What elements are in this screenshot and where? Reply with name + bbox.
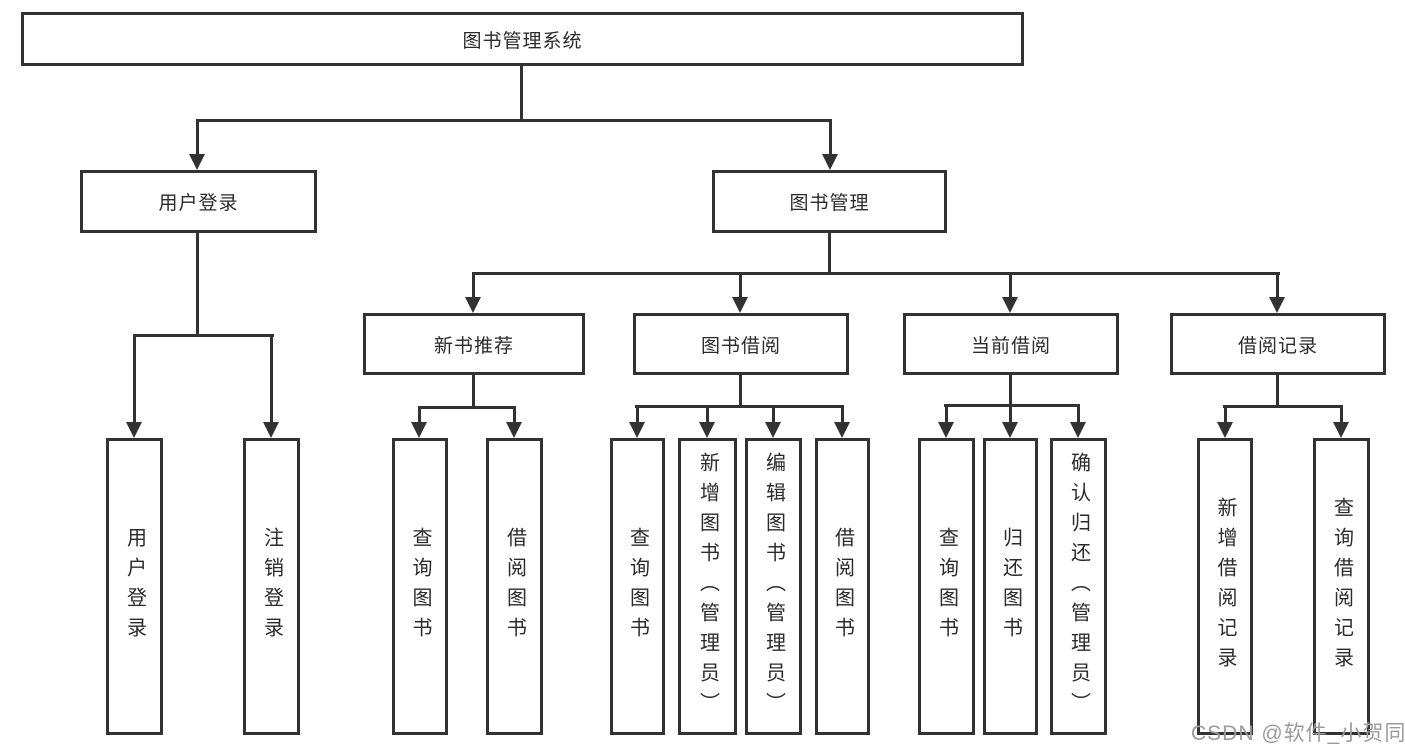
connector-shaft [1009, 404, 1012, 422]
leaf-edit-book-admin-label: 编辑图书（管理员） [762, 451, 785, 722]
leaf-query-borrow-record: 查询借阅记录 [1313, 438, 1370, 735]
connector-shaft [513, 406, 516, 422]
connector-borrowing-records-stem [1276, 375, 1279, 408]
connector-current-borrowing-rail [944, 404, 1080, 407]
arrow-down-icon [938, 422, 954, 438]
leaf-logout-label: 注销登录 [260, 526, 283, 647]
arrow-down-icon [765, 422, 781, 438]
arrow-down-icon [629, 422, 645, 438]
leaf-borrow-books-recommend-label: 借阅图书 [503, 526, 526, 647]
arrow-down-icon [506, 422, 522, 438]
leaf-edit-book-admin: 编辑图书（管理员） [745, 438, 802, 735]
node-borrowing-records-label: 借阅记录 [1237, 335, 1318, 357]
arrow-down-icon [465, 297, 481, 313]
leaf-confirm-return-admin-label: 确认归还（管理员） [1067, 451, 1090, 722]
connector-current-borrowing-stem [1009, 375, 1012, 407]
connector-level3-rail [472, 272, 1280, 275]
connector-shaft [829, 119, 832, 154]
arrow-down-icon [1269, 297, 1285, 313]
leaf-user-login-label: 用户登录 [123, 526, 146, 647]
arrow-down-icon [126, 422, 142, 438]
leaf-borrow-books-borrowing: 借阅图书 [815, 438, 870, 735]
leaf-user-login: 用户登录 [106, 438, 163, 735]
connector-shaft [1077, 404, 1080, 422]
connector-shaft [1224, 405, 1227, 422]
connector-user-login-stem [196, 233, 199, 337]
arrow-down-icon [834, 422, 850, 438]
connector-book-management-stem [828, 233, 831, 275]
leaf-query-books-current-label: 查询图书 [935, 526, 958, 647]
node-book-management: 图书管理 [712, 170, 947, 233]
connector-root-rail [196, 119, 832, 122]
connector-borrowing-records-rail [1223, 405, 1343, 408]
node-book-borrowing-label: 图书借阅 [700, 335, 781, 357]
leaf-add-book-admin-label: 新增图书（管理员） [696, 451, 719, 722]
leaf-borrow-books-recommend: 借阅图书 [486, 438, 543, 735]
connector-shaft [472, 272, 475, 297]
node-new-book-recommendation: 新书推荐 [363, 313, 585, 375]
arrow-down-icon [699, 422, 715, 438]
connector-book-borrowing-stem [739, 375, 742, 408]
arrow-down-icon [1217, 422, 1233, 438]
node-current-borrowing: 当前借阅 [903, 313, 1119, 375]
connector-shaft [772, 405, 775, 422]
leaf-add-borrow-record-label: 新增借阅记录 [1214, 496, 1236, 677]
arrow-down-icon [1002, 422, 1018, 438]
node-borrowing-records: 借阅记录 [1170, 313, 1386, 375]
connector-shaft [133, 334, 136, 422]
connector-shaft [706, 405, 709, 422]
node-root: 图书管理系统 [21, 12, 1024, 66]
arrow-down-icon [1333, 422, 1349, 438]
connector-shaft [1340, 405, 1343, 422]
leaf-query-books-borrowing-label: 查询图书 [626, 526, 649, 647]
connector-shaft [636, 405, 639, 422]
connector-shaft [196, 119, 199, 154]
arrow-down-icon [1070, 422, 1086, 438]
connector-shaft [270, 334, 273, 422]
connector-book-borrowing-rail [635, 405, 844, 408]
connector-new-book-rail [418, 406, 516, 409]
connector-user-login-rail [133, 334, 274, 337]
leaf-add-book-admin: 新增图书（管理员） [678, 438, 737, 735]
leaf-query-books-recommend-label: 查询图书 [409, 526, 431, 647]
connector-shaft [739, 272, 742, 297]
arrow-down-icon [263, 422, 279, 438]
connector-shaft [1009, 272, 1012, 297]
arrow-down-icon [411, 422, 427, 438]
arrow-down-icon [189, 154, 205, 170]
node-current-borrowing-label: 当前借阅 [970, 335, 1051, 357]
connector-root-stem [520, 66, 523, 122]
connector-shaft [418, 406, 421, 422]
leaf-query-books-current: 查询图书 [918, 438, 975, 735]
watermark: CSDN @软件_小贺同学 [1191, 722, 1405, 745]
leaf-query-books-recommend: 查询图书 [392, 438, 448, 735]
leaf-confirm-return-admin: 确认归还（管理员） [1050, 438, 1107, 735]
connector-new-book-stem [472, 375, 475, 409]
node-user-login: 用户登录 [80, 170, 317, 233]
arrow-down-icon [732, 297, 748, 313]
node-root-label: 图书管理系统 [462, 30, 583, 52]
leaf-add-borrow-record: 新增借阅记录 [1197, 438, 1253, 735]
leaf-borrow-books-borrowing-label: 借阅图书 [831, 526, 854, 647]
connector-shaft [1276, 272, 1279, 297]
leaf-return-books: 归还图书 [983, 438, 1038, 735]
node-book-management-label: 图书管理 [789, 193, 870, 214]
arrow-down-icon [822, 154, 838, 170]
node-user-login-label: 用户登录 [158, 193, 239, 214]
connector-shaft [945, 404, 948, 422]
leaf-query-borrow-record-label: 查询借阅记录 [1330, 496, 1353, 677]
node-book-borrowing: 图书借阅 [633, 313, 849, 375]
connector-shaft [841, 405, 844, 422]
leaf-query-books-borrowing: 查询图书 [610, 438, 665, 735]
arrow-down-icon [1002, 297, 1018, 313]
leaf-logout: 注销登录 [243, 438, 300, 735]
node-new-book-recommendation-label: 新书推荐 [433, 335, 514, 357]
leaf-return-books-label: 归还图书 [999, 526, 1022, 647]
